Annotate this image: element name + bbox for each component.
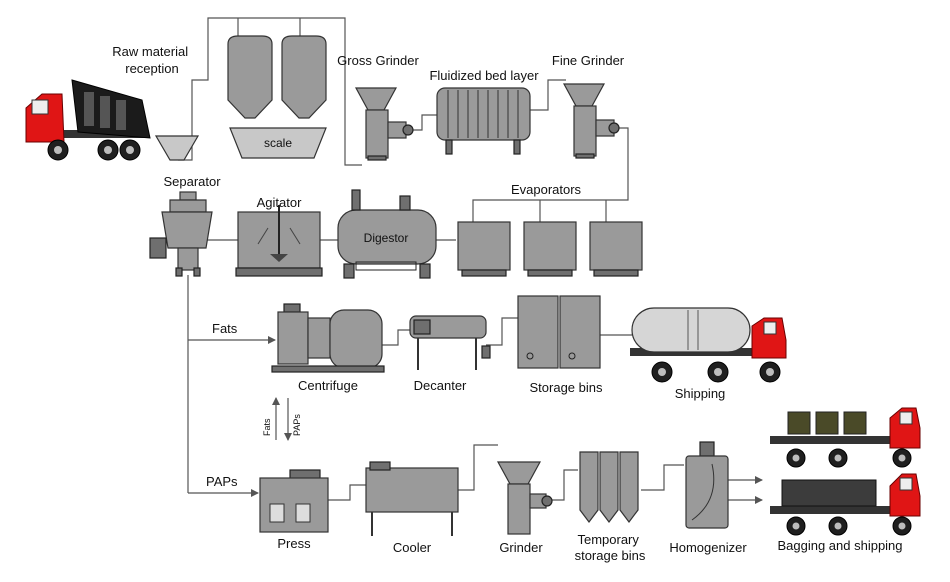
- cooler-label: Cooler: [393, 540, 432, 555]
- temporary-storage-bins-label: Temporary storage bins: [575, 532, 646, 563]
- grinder: [496, 461, 553, 535]
- shipping-label: Shipping: [675, 386, 726, 401]
- box-truck-icon: [770, 473, 921, 536]
- fats-label: Fats: [212, 321, 238, 336]
- separator: [149, 191, 213, 277]
- tanker-truck-icon: [630, 307, 787, 383]
- evaporators: [457, 221, 643, 277]
- digestor-label: Digestor: [364, 231, 409, 245]
- fine-grinder: [562, 83, 620, 159]
- separator-label: Separator: [163, 174, 221, 189]
- evaporator-2: [523, 221, 577, 277]
- agitator: [235, 205, 323, 277]
- scale-hopper: scale: [229, 127, 327, 159]
- evaporators-label: Evaporators: [511, 182, 582, 197]
- fats-small-label: Fats: [262, 418, 272, 436]
- gross-grinder-label: Gross Grinder: [337, 53, 419, 68]
- evaporator-3: [589, 221, 643, 277]
- pipes: [178, 17, 763, 504]
- scale-label: scale: [264, 136, 292, 150]
- reception-hopper: [154, 135, 200, 161]
- raw-material-reception-label: Raw material reception: [112, 44, 191, 76]
- storage-bins-label: Storage bins: [530, 380, 603, 395]
- press-label: Press: [277, 536, 311, 551]
- homogenizer-label: Homogenizer: [669, 540, 747, 555]
- digestor: Digestor: [337, 189, 437, 279]
- centrifuge-label: Centrifuge: [298, 378, 358, 393]
- homogenizer: [685, 441, 729, 529]
- paps-small-label: PAPs: [292, 414, 302, 436]
- grinder-label: Grinder: [499, 540, 543, 555]
- flatbed-truck-icon: [770, 407, 921, 468]
- dump-truck-icon: [25, 79, 151, 161]
- centrifuge: [271, 303, 385, 373]
- storage-bins: [517, 295, 601, 369]
- cooler: [365, 461, 459, 536]
- gross-grinder: [354, 87, 414, 161]
- silos: [227, 35, 327, 119]
- fluidized-bed-label: Fluidized bed layer: [429, 68, 539, 83]
- fluidized-bed-layer: [436, 87, 531, 155]
- bagging-and-shipping-label: Bagging and shipping: [777, 538, 902, 553]
- temporary-storage-bins: [579, 451, 639, 523]
- press: [259, 469, 329, 533]
- agitator-label: Agitator: [257, 195, 302, 210]
- evaporator-1: [457, 221, 511, 277]
- decanter-label: Decanter: [414, 378, 467, 393]
- paps-label: PAPs: [206, 474, 238, 489]
- decanter: [409, 315, 491, 370]
- fine-grinder-label: Fine Grinder: [552, 53, 625, 68]
